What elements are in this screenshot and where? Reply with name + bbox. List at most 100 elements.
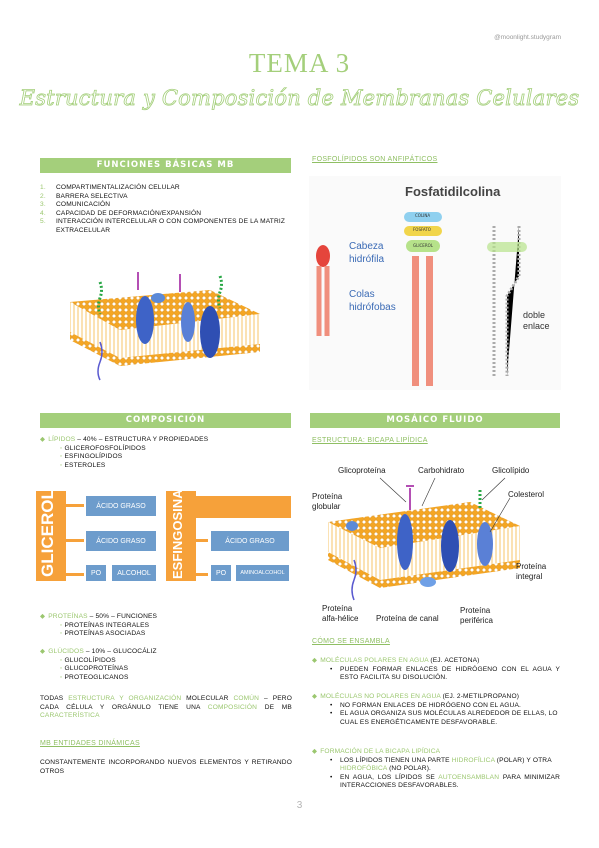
list-item: ◦ PROTEOGLICANOS: [60, 673, 129, 681]
label-canal: Proteína de canal: [376, 614, 439, 623]
text-run: TODAS: [40, 695, 69, 702]
como-header: CÓMO SE ENSAMBLA: [312, 638, 390, 645]
page-number: 3: [296, 800, 303, 811]
esfingosina-bar: [166, 491, 196, 581]
acido-graso-1: ÁCIDO GRASO: [86, 496, 156, 516]
acido-graso-2: ÁCIDO GRASO: [86, 531, 156, 551]
membrane-illustration: [70, 272, 260, 381]
aminoalcohol: AMINOALCOHOL: [236, 565, 289, 581]
polares-example: (EJ. ACETONA): [428, 657, 480, 664]
glucidos-block: ◆GLÚCIDOS – 10% – GLUCOCÁLIZ ◦ GLUCOLÍPI…: [40, 648, 292, 682]
polares-line: ◆MOLÉCULAS POLARES EN AGUA (EJ. ACETONA): [312, 657, 480, 664]
label-glicolipido: Glicolípido: [492, 466, 530, 475]
esfingosina-label: ESFINGOSINA: [170, 489, 185, 579]
list-text: PROTEOGLICANOS: [64, 673, 129, 681]
label-carbohidrato: Carbohidrato: [418, 466, 465, 475]
funciones-list: 1. COMPARTIMENTALIZACIÓN CELULAR 2. BARRER…: [40, 184, 292, 236]
label-periferica: Proteína periférica: [460, 606, 493, 625]
list-text: BARRERA SELECTIVA: [56, 192, 128, 200]
list-item: 2. BARRERA SELECTIVA: [40, 193, 292, 202]
proteinas-title: PROTEÍNAS: [48, 613, 88, 620]
text-run: DE MB: [257, 703, 292, 711]
phospholipid-schematic: [316, 212, 527, 386]
text-run: COMPOSICIÓN: [207, 703, 258, 711]
formacion-line: ◆FORMACIÓN DE LA BICAPA LIPÍDICA: [312, 748, 441, 755]
nopolares-block: ◆MOLÉCULAS NO POLARES EN AGUA (EJ. 2-MET…: [312, 693, 560, 727]
text-run: MOLECULAR: [181, 695, 234, 702]
list-item: •EN AGUA, LOS LÍPIDOS SE AUTOENSAMBLAN P…: [330, 773, 560, 790]
proteinas-rest: – 50% – FUNCIONES: [87, 613, 158, 620]
list-item: ◦ GLUCOPROTEÍNAS: [60, 665, 129, 673]
list-text: EL AGUA ORGANIZA SUS MOLÉCULAS ALREDEDOR…: [340, 710, 558, 726]
list-item: ◦ PROTEÍNAS INTEGRALES: [60, 621, 150, 629]
colina-label: COLINA: [415, 213, 431, 218]
list-text: ESFINGOLÍPIDOS: [64, 453, 123, 461]
fosfato-label: FOSFATO: [413, 227, 431, 232]
entidades-text: CONSTANTEMENTE INCORPORANDO NUEVOS ELEME…: [40, 759, 292, 775]
list-item: ◦ GLUCOLÍPIDOS: [60, 656, 116, 664]
mosaico-header: MOSÁICO FLUIDO: [310, 413, 560, 428]
proteinas-line: ◆PROTEÍNAS – 50% – FUNCIONES: [40, 613, 158, 620]
glicerol-label: GLICEROL: [413, 243, 433, 248]
label-globular: Proteína globular: [312, 492, 343, 511]
list-item: •NO FORMAN ENLACES DE HIDRÓGENO CON EL A…: [330, 701, 521, 709]
list-number: 1.: [40, 184, 46, 191]
list-number: 2.: [40, 192, 46, 200]
list-item: •LOS LÍPIDOS TIENEN UNA PARTE HIDROFÍLIC…: [312, 757, 560, 774]
label-colesterol: Colesterol: [508, 490, 545, 499]
list-item: •PUEDEN FORMAR ENLACES DE HIDRÓGENO CON …: [330, 665, 560, 682]
composicion-header: COMPOSICIÓN: [40, 413, 291, 428]
funciones-header: FUNCIONES BÁSICAS MB: [40, 158, 291, 173]
colas-label: Colas hidrófobas: [349, 289, 396, 313]
label-alfa: Proteína alfa-hélice: [322, 604, 359, 623]
list-text: COMPARTIMENTALIZACIÓN CELULAR: [56, 184, 180, 191]
page-title: TEMA 3: [248, 48, 351, 78]
list-text: ESTEROLES: [64, 461, 106, 469]
list-text: LOS LÍPIDOS TIENEN UNA PARTE HIDROFÍLICA…: [340, 756, 552, 773]
list-item: ◦ ESTEROLES: [60, 461, 106, 469]
label-integral: Proteína integral: [516, 562, 547, 581]
list-text: CAPACIDAD DE DEFORMACIÓN/EXPANSIÓN: [56, 209, 202, 217]
figure-title: Fosfatidilcolina: [405, 184, 501, 199]
glicerol-label: GLICEROL: [38, 489, 57, 577]
fluid-mosaic-figure: Glicoproteína Carbohidrato Glicolípido P…: [310, 462, 562, 630]
list-text: EN AGUA, LOS LÍPIDOS SE AUTOENSAMBLAN PA…: [340, 773, 560, 790]
connector: [66, 504, 84, 507]
nopolares-title: MOLÉCULAS NO POLARES EN AGUA: [320, 693, 441, 700]
nopolares-line: ◆MOLÉCULAS NO POLARES EN AGUA (EJ. 2-MET…: [312, 693, 520, 700]
todas-paragraph: TODAS ESTRUCTURA Y ORGANIZACIÓN MOLECULA…: [40, 695, 292, 721]
connector: [196, 539, 208, 542]
connector: [196, 573, 208, 576]
entidades-header: MB ENTIDADES DINÁMICAS: [40, 740, 140, 747]
list-item: 3. COMUNICACIÓN: [40, 201, 292, 210]
list-number: 3.: [40, 201, 46, 209]
list-item: •EL AGUA ORGANIZA SUS MOLÉCULAS ALREDEDO…: [312, 710, 560, 727]
doble-enlace-label: doble enlace: [523, 310, 550, 331]
list-item: ◦ PROTEÍNAS ASOCIADAS: [60, 630, 146, 638]
estructura-header: ESTRUCTURA: BICAPA LIPÍDICA: [312, 437, 428, 444]
list-text: INTERACCIÓN INTERCELULAR O CON COMPONENT…: [56, 218, 286, 234]
list-item: 4.CAPACIDAD DE DEFORMACIÓN/EXPANSIÓN: [40, 210, 292, 219]
text-run: COMÚN: [233, 695, 260, 702]
fluid-mosaic-illustration: [328, 477, 520, 601]
polares-block: ◆MOLÉCULAS POLARES EN AGUA (EJ. ACETONA)…: [312, 657, 560, 683]
connector: [66, 539, 84, 542]
esfingosina-top: [196, 496, 291, 518]
polares-title: MOLÉCULAS POLARES EN AGUA: [320, 657, 429, 664]
glicerol-bar: [36, 491, 66, 581]
fosfolipidos-header: FOSFOLÍPIDOS SON ANFIPÁTICOS: [312, 156, 438, 163]
list-text: COMUNICACIÓN: [56, 201, 111, 209]
page-subtitle: Estructura y Composición de Membranas Ce…: [19, 86, 580, 111]
text-run: – PERO CADA CÉLULA Y ORGÁNULO TIENE UNA: [40, 695, 292, 711]
list-number: 5.: [40, 218, 46, 226]
connector: [66, 573, 84, 576]
list-text: PROTEÍNAS ASOCIADAS: [64, 630, 146, 638]
po-b: PO: [211, 565, 231, 581]
glucidos-line: ◆GLÚCIDOS – 10% – GLUCOCÁLIZ: [40, 648, 157, 655]
alcohol: ALCOHOL: [112, 565, 156, 581]
list-text: GLICEROFOSFOLÍPIDOS: [64, 444, 146, 452]
list-item: ◦ ESFINGOLÍPIDOS: [60, 453, 123, 461]
formacion-title: FORMACIÓN DE LA BICAPA LIPÍDICA: [320, 748, 441, 755]
list-text: GLUCOLÍPIDOS: [64, 656, 116, 664]
formacion-block: ◆FORMACIÓN DE LA BICAPA LIPÍDICA •LOS LÍ…: [312, 748, 560, 791]
